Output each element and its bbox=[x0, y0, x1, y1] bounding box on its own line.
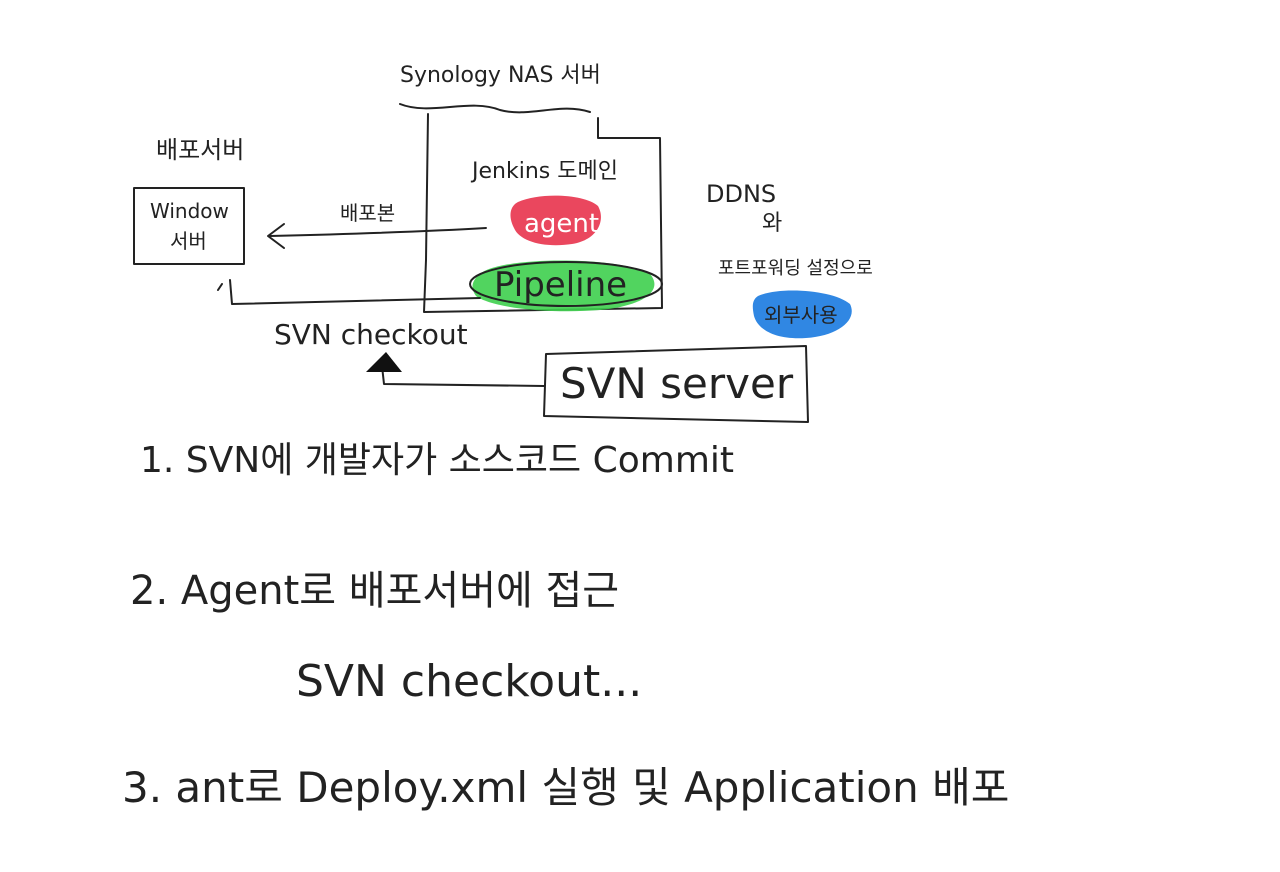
agent-label: agent bbox=[524, 209, 599, 239]
step-3: 3. ant로 Deploy.xml 실행 및 Application 배포 bbox=[122, 763, 1009, 812]
svn-server-label: SVN server bbox=[560, 359, 794, 408]
svn-checkout-label: SVN checkout bbox=[274, 318, 468, 351]
deploy-server: 배포서버 Window 서버 bbox=[133, 136, 245, 265]
ddns-line2: 와 bbox=[762, 211, 782, 236]
nas-server-label: Synology NAS 서버 bbox=[400, 63, 601, 88]
deploy-server-label: 배포서버 bbox=[156, 136, 244, 164]
window-server-line1: Window bbox=[150, 199, 229, 223]
triangle-arrow-icon bbox=[366, 352, 402, 372]
pipeline-node: Pipeline bbox=[469, 260, 663, 312]
deploy-arrow: 배포본 bbox=[267, 201, 487, 249]
ddns-note: DDNS 와 포트포워딩 설정으로 외부사용 bbox=[706, 180, 873, 339]
checkout-connector: SVN checkout bbox=[217, 279, 481, 351]
pipeline-label: Pipeline bbox=[494, 265, 627, 305]
deploy-arrow-label: 배포본 bbox=[340, 201, 395, 225]
step-1: 1. SVN에 개발자가 소스코드 Commit bbox=[140, 440, 734, 481]
jenkins-domain-label: Jenkins 도메인 bbox=[470, 159, 618, 184]
external-use-label: 외부사용 bbox=[764, 303, 838, 327]
step-2: 2. Agent로 배포서버에 접근 bbox=[130, 568, 619, 614]
jenkins-domain: Jenkins 도메인 bbox=[470, 159, 618, 184]
steps-list: 1. SVN에 개발자가 소스코드 Commit 2. Agent로 배포서버에… bbox=[122, 440, 1009, 812]
window-server-line2: 서버 bbox=[170, 229, 207, 253]
svn-server: SVN server bbox=[366, 345, 809, 423]
pipeline-highlight bbox=[472, 260, 655, 312]
agent-node: agent bbox=[510, 195, 601, 246]
port-forward-label: 포트포워딩 설정으로 bbox=[718, 258, 873, 279]
ddns-line1: DDNS bbox=[706, 180, 776, 208]
agent-highlight bbox=[510, 195, 601, 246]
external-highlight bbox=[752, 290, 852, 339]
step-2-detail: SVN checkout... bbox=[296, 656, 642, 707]
nas-server-box: Synology NAS 서버 bbox=[399, 63, 663, 313]
